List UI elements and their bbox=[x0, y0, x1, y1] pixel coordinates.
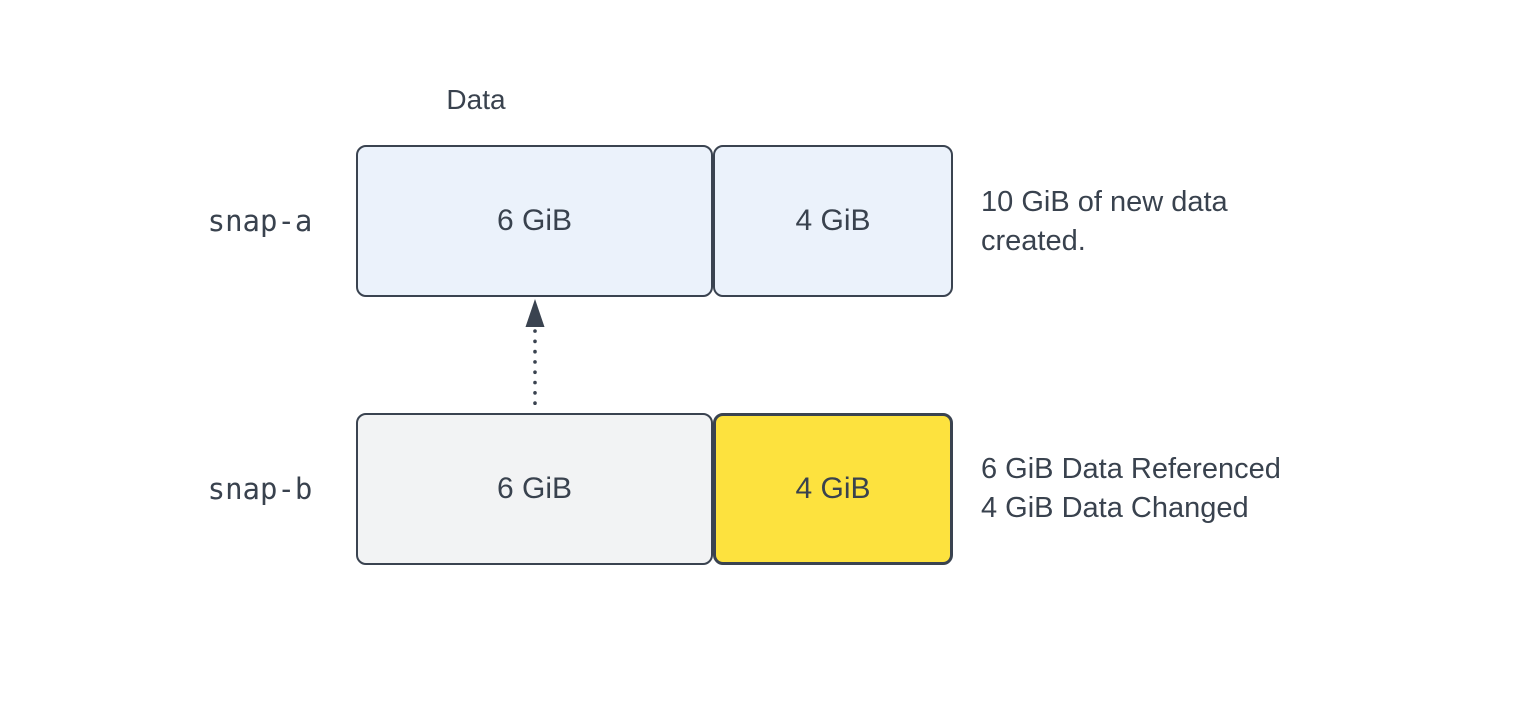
block-value: 4 GiB bbox=[795, 204, 871, 237]
annotation-line: 6 GiB Data Referenced bbox=[981, 453, 1281, 485]
annotation-snap-a: 10 GiB of new data created. bbox=[981, 183, 1228, 261]
row-label-snap-b: snap-b bbox=[207, 472, 313, 506]
block-value: 6 GiB bbox=[496, 204, 573, 237]
annotation-line: created. bbox=[981, 225, 1086, 257]
block-snap-a-4gib: 4 GiB bbox=[713, 145, 953, 297]
annotation-line: 4 GiB Data Changed bbox=[981, 492, 1249, 524]
annotation-snap-b: 6 GiB Data Referenced 4 GiB Data Changed bbox=[981, 450, 1281, 528]
row-label-snap-a: snap-a bbox=[207, 204, 313, 238]
block-value: 6 GiB bbox=[496, 472, 573, 505]
column-header-data: Data bbox=[446, 84, 506, 115]
block-snap-b-referenced: 6 GiB bbox=[356, 413, 713, 565]
block-snap-a-6gib: 6 GiB bbox=[356, 145, 713, 297]
block-snap-b-changed: 4 GiB bbox=[713, 413, 953, 565]
reference-arrow-icon bbox=[516, 297, 554, 413]
annotation-line: 10 GiB of new data bbox=[981, 186, 1228, 218]
block-value: 4 GiB bbox=[795, 472, 871, 505]
